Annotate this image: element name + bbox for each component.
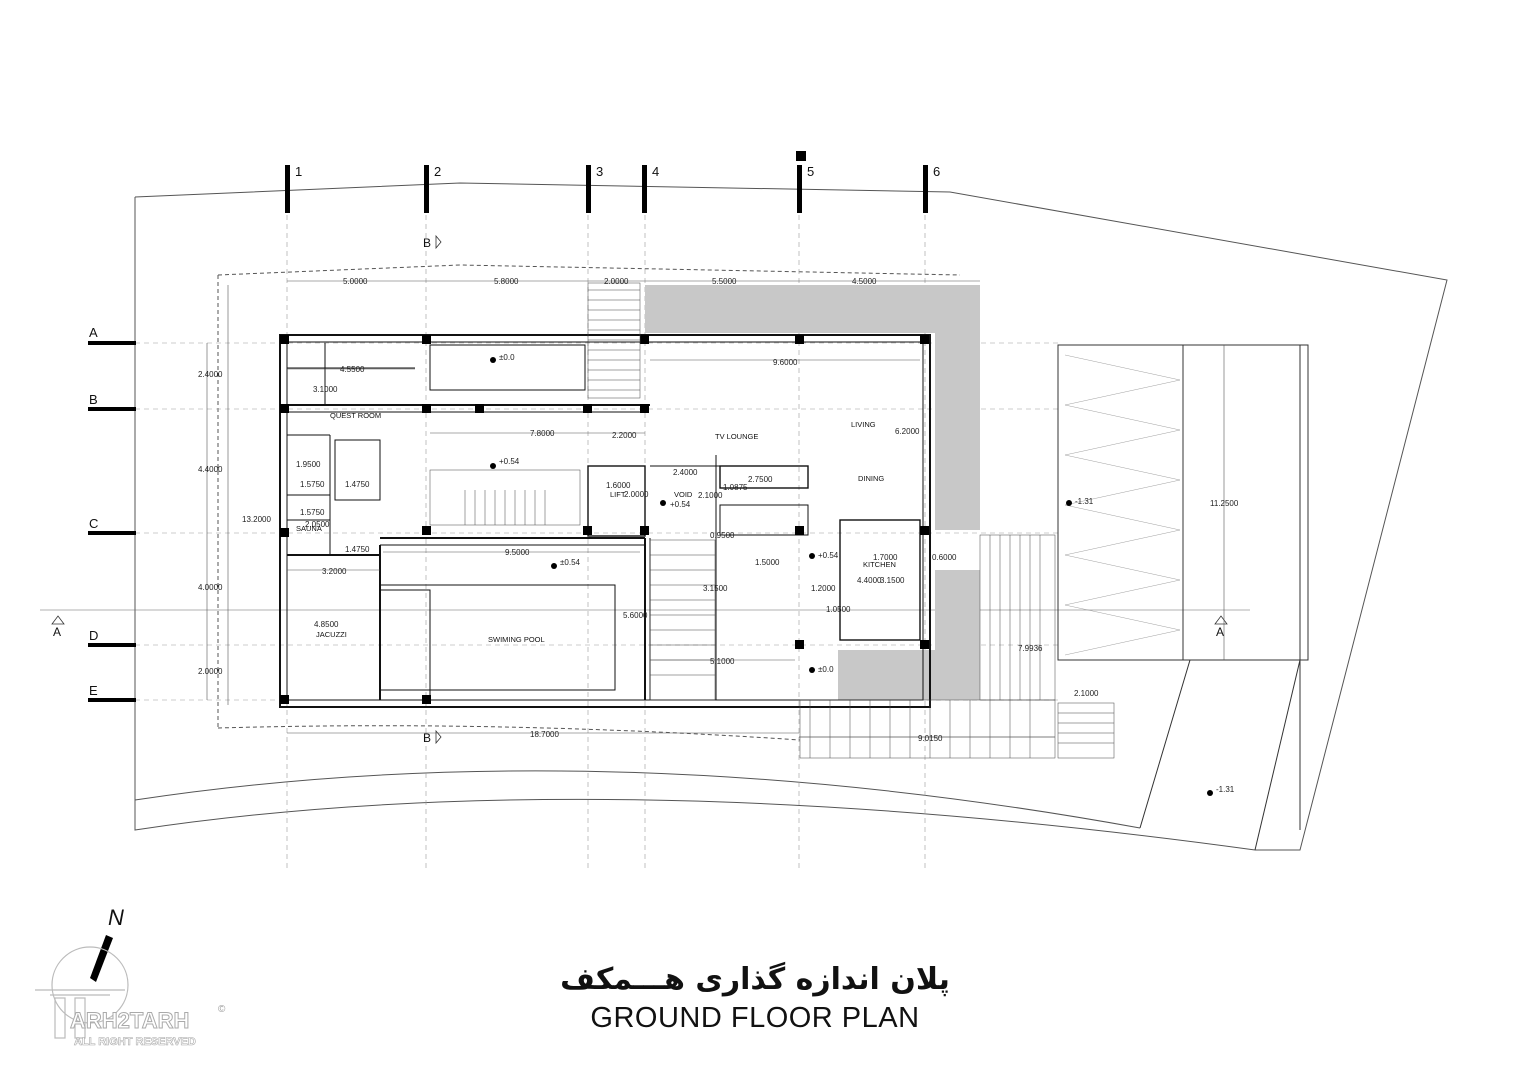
grid-label-4: 4 xyxy=(652,164,659,179)
title-english: GROUND FLOOR PLAN xyxy=(590,1002,920,1034)
dim-misc-2: 3.1000 xyxy=(313,385,338,394)
dim-misc-24: 3.1500 xyxy=(703,584,728,593)
dim-misc-5: 1.4750 xyxy=(345,480,370,489)
level-7: -1.31 xyxy=(1075,497,1094,506)
site-boundary xyxy=(134,182,1448,851)
dim-misc-34: 0.9500 xyxy=(710,531,735,540)
level-markers xyxy=(490,357,1213,796)
room-tv-lounge: TV LOUNGE xyxy=(715,432,758,441)
dim-misc-19: 9.5000 xyxy=(505,548,530,557)
logo-tagline: ALL RIGHT RESERVED xyxy=(74,1036,196,1049)
dim-misc-15: 2.0000 xyxy=(624,490,649,499)
grid-label-5: 5 xyxy=(807,164,814,179)
dim-misc-16: 2.1000 xyxy=(698,491,723,500)
ramp xyxy=(1057,344,1309,851)
logo-copyright: © xyxy=(218,1004,226,1015)
grid-label-d: D xyxy=(89,628,98,643)
dim-misc-3: 1.9500 xyxy=(296,460,321,469)
grid-label-c: C xyxy=(89,516,98,531)
room-guest-room: QUEST ROOM xyxy=(330,411,381,420)
level-4: +0.54 xyxy=(670,500,691,509)
grid-markers-vertical xyxy=(285,151,928,213)
stairs xyxy=(429,282,1115,759)
logo-mark xyxy=(35,946,129,1039)
north-arrow: N xyxy=(90,905,124,982)
dim-right-total: 11.2500 xyxy=(1210,499,1239,508)
dim-misc-30: 4.4000 xyxy=(857,576,882,585)
dim-misc-6: 1.5750 xyxy=(300,508,325,517)
dim-misc-10: 2.2000 xyxy=(612,431,637,440)
logo-text: ARH2TARH xyxy=(69,1008,190,1034)
dim-misc-17: 2.7500 xyxy=(748,475,773,484)
dim-misc-33: 2.1000 xyxy=(1074,689,1099,698)
grid-label-1: 1 xyxy=(295,164,302,179)
north-label: N xyxy=(108,905,124,930)
dim-misc-14: 1.6000 xyxy=(606,481,631,490)
terrace-fill xyxy=(645,285,980,700)
dim-bottom-right: 9.0150 xyxy=(918,734,943,743)
dim-misc-11: 9.6000 xyxy=(773,358,798,367)
dim-misc-8: 1.4750 xyxy=(345,545,370,554)
dim-misc-29: 0.6000 xyxy=(932,553,957,562)
dim-misc-20: 3.2000 xyxy=(322,567,347,576)
walls xyxy=(279,334,931,708)
grid-label-a: A xyxy=(89,325,98,340)
dim-misc-9: 7.8000 xyxy=(530,429,555,438)
dim-misc-32: 7.9936 xyxy=(1018,644,1043,653)
level-8: -1.31 xyxy=(1216,785,1235,794)
dim-top-3: 2.0000 xyxy=(604,277,629,286)
dim-top-5: 4.5000 xyxy=(852,277,877,286)
dim-misc-22: 5.6000 xyxy=(623,611,648,620)
dim-left-total: 13.2000 xyxy=(242,515,271,524)
title-persian: پلان اندازه گذاری هـــمکف xyxy=(560,962,950,997)
dim-top-1: 5.0000 xyxy=(343,277,368,286)
dim-misc-7: 2.0500 xyxy=(305,520,330,529)
level-6: ±0.0 xyxy=(818,665,834,674)
section-label-b-top: B xyxy=(423,236,431,250)
room-dining: DINING xyxy=(858,474,884,483)
grid-label-b: B xyxy=(89,392,98,407)
room-jacuzzi: JACUZZI xyxy=(316,630,347,639)
dim-misc-4: 1.5750 xyxy=(300,480,325,489)
level-1: ±0.0 xyxy=(499,353,515,362)
grid-label-6: 6 xyxy=(933,164,940,179)
grid-label-2: 2 xyxy=(434,164,441,179)
room-void: VOID xyxy=(674,490,693,499)
dim-left-row-4: 2.0000 xyxy=(198,667,223,676)
dim-misc-31: 3.1500 xyxy=(880,576,905,585)
dim-misc-28: 1.7000 xyxy=(873,553,898,562)
dim-misc-25: 5.1000 xyxy=(710,657,735,666)
dim-top-4: 5.5000 xyxy=(712,277,737,286)
columns xyxy=(280,335,929,704)
room-lift: LIFT xyxy=(610,490,626,499)
level-5: +0.54 xyxy=(818,551,839,560)
grid-label-3: 3 xyxy=(596,164,603,179)
dim-misc-21: 4.8500 xyxy=(314,620,339,629)
section-label-a-right: A xyxy=(1216,625,1224,639)
section-label-b-bottom: B xyxy=(423,731,431,745)
room-kitchen: KITCHEN xyxy=(863,560,896,569)
dim-misc-26: 1.2000 xyxy=(811,584,836,593)
dim-top-2: 5.8000 xyxy=(494,277,519,286)
dim-misc-12: 6.2000 xyxy=(895,427,920,436)
room-living: LIVING xyxy=(851,420,876,429)
level-2: +0.54 xyxy=(499,457,520,466)
room-sauna: SAUNA xyxy=(296,524,322,533)
room-swimming-pool: SWIMING POOL xyxy=(488,635,545,644)
dim-misc-18: 1.0875 xyxy=(723,483,748,492)
level-3: ±0.54 xyxy=(560,558,581,567)
section-label-a-left: A xyxy=(53,625,61,639)
grid-label-e: E xyxy=(89,683,98,698)
dim-misc-13: 2.4000 xyxy=(673,468,698,477)
dim-bottom-total: 18.7000 xyxy=(530,730,559,739)
dim-left-row-1: 2.4000 xyxy=(198,370,223,379)
dim-misc-23: 1.5000 xyxy=(755,558,780,567)
dim-misc-27: 1.0500 xyxy=(826,605,851,614)
grid-markers-horizontal xyxy=(88,341,136,702)
dimension-lines xyxy=(206,280,1225,738)
dim-misc-1: 4.5500 xyxy=(340,365,365,374)
dim-left-row-2: 4.4000 xyxy=(198,465,223,474)
dim-left-row-3: 4.0000 xyxy=(198,583,223,592)
